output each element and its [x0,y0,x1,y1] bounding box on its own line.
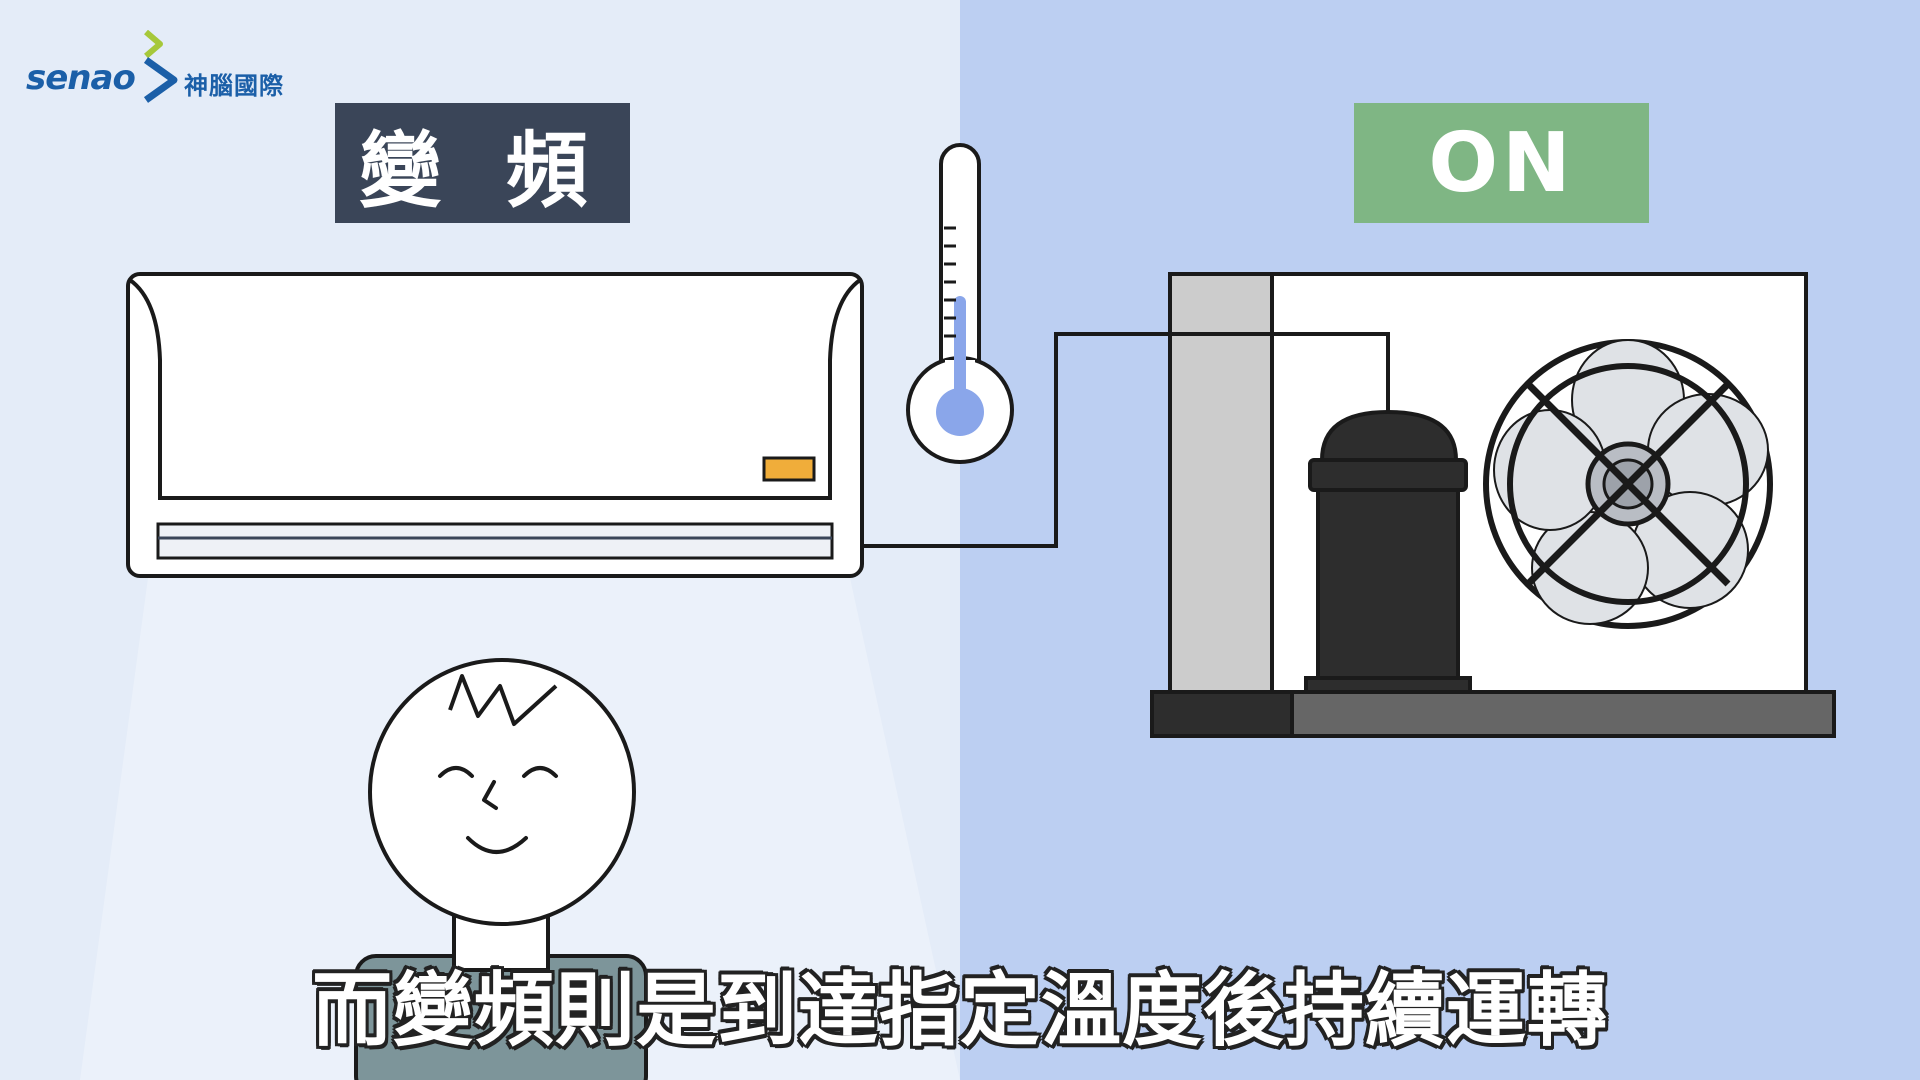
inverter-label: 變 頻 [335,103,630,223]
smiling-person-icon [354,658,648,1080]
status-on-label: ON [1354,103,1649,223]
logo-brand-text: senao [26,58,136,98]
person-hair [448,674,558,726]
thermometer-icon [906,143,1014,464]
fan-icon [1483,339,1773,629]
logo-chinese-text: 神腦國際 [184,72,284,100]
compressor-icon [1304,409,1472,694]
indicator-light [762,456,816,482]
subtitle-caption: 而變頻則是到達指定溫度後持續運轉 [312,964,1608,1057]
person-head [368,658,636,926]
air-conditioner-icon [126,272,864,578]
senao-logo: senao 神腦國際 [26,30,326,110]
logo-arrow-icon [143,30,178,103]
